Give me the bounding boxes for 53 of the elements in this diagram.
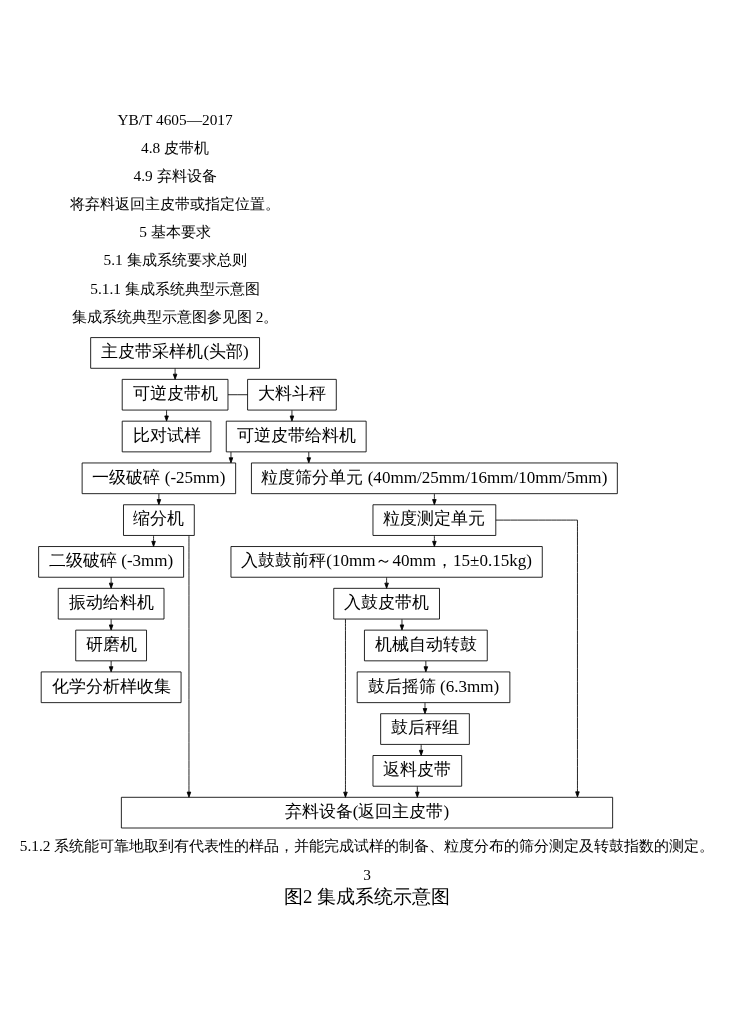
arrow: [343, 618, 348, 798]
node-box: 一级破碎 (-25mm): [81, 462, 237, 495]
node-box: 鼓后秤组: [380, 713, 470, 745]
arrow: [108, 618, 114, 631]
arrow: [156, 493, 162, 506]
label: 集成系统典型示意图参见图 2。: [71, 307, 279, 325]
label: 将弃料返回主皮带或指定位置。: [70, 195, 281, 213]
arrow: [186, 535, 192, 798]
arrow: [164, 409, 169, 422]
arrow: [418, 744, 424, 756]
arrow: [172, 368, 178, 380]
node-box: 化学分析样收集: [40, 671, 182, 704]
node-box: 可逆皮带给料机: [225, 420, 367, 453]
arrow: [384, 577, 389, 589]
arrow: [422, 702, 428, 715]
node-box: 机械自动转鼓: [364, 629, 488, 662]
node-box: 二级破碎 (-3mm): [38, 546, 185, 578]
connector: [227, 394, 248, 396]
node-box: 缩分机: [123, 504, 195, 536]
node-box: 振动给料机: [57, 587, 165, 620]
node-box: 研磨机: [75, 629, 147, 662]
label: 4.9 弃料设备: [133, 166, 217, 184]
node-box: 鼓后摇筛 (6.3mm): [356, 671, 511, 704]
label: 5 基本要求: [139, 223, 211, 241]
label: 3: [363, 865, 371, 883]
caption: 图2 集成系统示意图: [283, 885, 451, 907]
node-box: 大料斗秤: [247, 378, 337, 411]
arrow: [151, 535, 156, 547]
node-box: 粒度测定单元: [372, 504, 497, 536]
node-box: 可逆皮带机: [121, 378, 229, 411]
arrow: [432, 493, 437, 506]
label: 5.1 集成系统要求总则: [103, 251, 247, 269]
arrow: [108, 577, 114, 589]
arrow: [289, 409, 295, 422]
arrow: [306, 451, 311, 464]
node-box: 粒度筛分单元 (40mm/25mm/16mm/10mm/5mm): [251, 462, 618, 495]
arrow: [432, 535, 437, 547]
label: 5.1.2 系统能可靠地取到有代表性的样品，并能完成试样的制备、粒度分布的筛分测定及转鼓指数的测定。: [19, 837, 715, 855]
node-box: 主皮带采样机(头部): [90, 337, 260, 369]
arrow: [228, 451, 234, 464]
node-box: 返料皮带: [372, 755, 463, 787]
arrow: [399, 618, 405, 631]
arrow: [415, 786, 420, 798]
label: YB/T 4605—2017: [117, 110, 233, 128]
label: 4.8 皮带机: [141, 138, 210, 156]
node-box: 比对试样: [121, 420, 212, 453]
arrow: [495, 519, 580, 798]
node-box: 入鼓皮带机: [333, 587, 440, 620]
arrow: [108, 660, 114, 673]
node-box: 弃料设备(返回主皮带): [120, 796, 614, 829]
node-box: 入鼓鼓前秤(10mm～40mm，15±0.15kg): [230, 546, 543, 578]
arrow: [423, 660, 429, 673]
label: 5.1.1 集成系统典型示意图: [90, 279, 260, 297]
